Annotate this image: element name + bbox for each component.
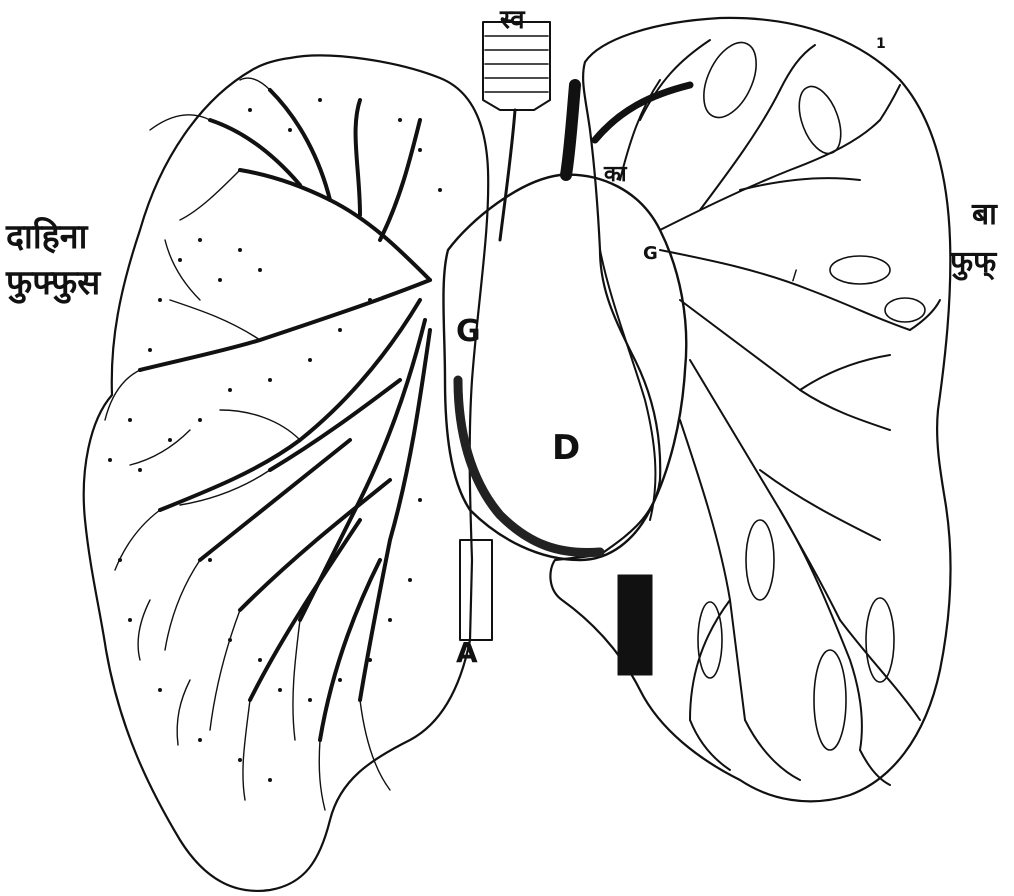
trachea-label: स्व bbox=[500, 0, 525, 36]
ka-label: का bbox=[604, 158, 627, 188]
inferior-vena-cava bbox=[460, 540, 492, 640]
left-ventricle-inner bbox=[600, 250, 655, 520]
heart-outline bbox=[443, 175, 686, 560]
mark-label: / bbox=[792, 268, 797, 284]
superior-vena-cava bbox=[500, 110, 515, 240]
left-lung-label-line2: फुफ् bbox=[950, 240, 996, 281]
d-label: D bbox=[552, 428, 580, 468]
left-vessel-loops bbox=[693, 34, 925, 750]
right-lung-stipple bbox=[108, 98, 442, 782]
right-lung-label-line1: दाहिना bbox=[6, 212, 87, 258]
right-bronchial-tree bbox=[140, 90, 430, 740]
a-label: A bbox=[456, 636, 478, 669]
g-label-right: G bbox=[643, 243, 658, 264]
right-lung-label-line2: फुफ्फुस bbox=[6, 258, 100, 304]
left-lung-outline bbox=[550, 18, 950, 801]
left-vascular-tree bbox=[620, 40, 940, 785]
g-label-left: G bbox=[456, 314, 481, 349]
aorta bbox=[566, 85, 575, 175]
page-mark: 1 bbox=[876, 36, 886, 52]
left-lung-label-line1: बा bbox=[972, 192, 997, 233]
descending-vessel bbox=[618, 575, 652, 675]
